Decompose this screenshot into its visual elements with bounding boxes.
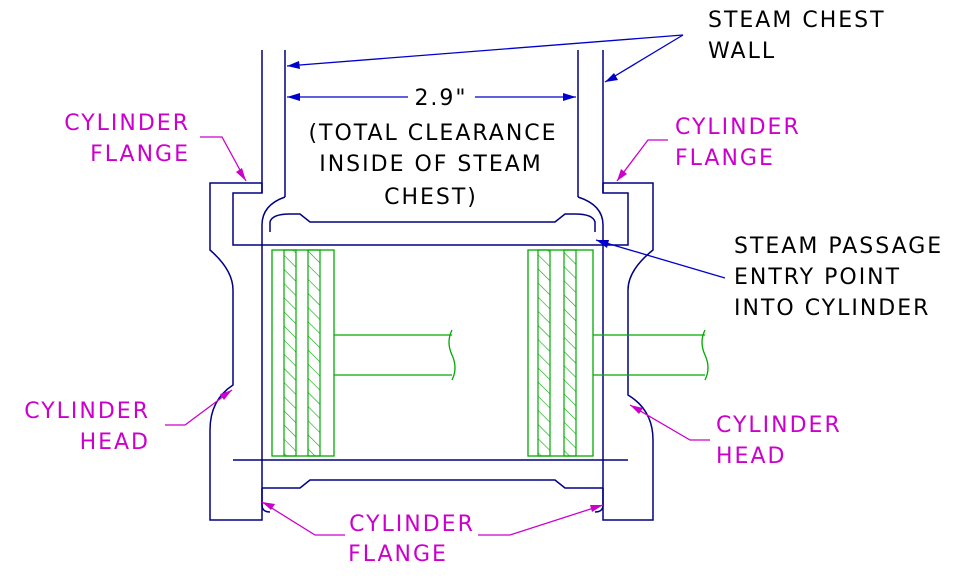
dimension-arrow bbox=[287, 93, 576, 101]
dimension-value: 2.9" bbox=[414, 86, 467, 111]
svg-text:WALL: WALL bbox=[708, 39, 776, 64]
bottom-cylinder-head bbox=[261, 459, 604, 513]
top-cylinder-head bbox=[261, 196, 604, 488]
dimension-text: 2.9" (TOTAL CLEARANCE INSIDE OF STEAM CH… bbox=[308, 86, 557, 210]
flange-bottom-leader bbox=[261, 501, 604, 536]
cylinder-flange-left-label: CYLINDER FLANGE bbox=[64, 111, 190, 167]
cylinder-head-left-label: CYLINDER HEAD bbox=[24, 399, 150, 455]
steam-chest-wall bbox=[261, 50, 604, 197]
dimension-note-line-3: CHEST) bbox=[384, 185, 478, 210]
svg-text:CYLINDER: CYLINDER bbox=[716, 413, 842, 438]
svg-text:FLANGE: FLANGE bbox=[90, 142, 190, 167]
right-piston bbox=[527, 249, 709, 457]
svg-text:CYLINDER: CYLINDER bbox=[64, 111, 190, 136]
svg-text:STEAM PASSAGE: STEAM PASSAGE bbox=[734, 234, 943, 259]
cylinder-flange-right-label: CYLINDER FLANGE bbox=[675, 115, 801, 171]
cylinder-head-right-label: CYLINDER HEAD bbox=[716, 413, 842, 469]
head-right-leader bbox=[629, 404, 710, 441]
left-cylinder-body bbox=[209, 182, 263, 521]
right-cylinder-body bbox=[602, 182, 654, 521]
dimension-note-line-2: INSIDE OF STEAM bbox=[319, 152, 543, 177]
svg-text:ENTRY POINT: ENTRY POINT bbox=[734, 265, 901, 290]
flange-right-leader bbox=[616, 139, 668, 182]
svg-text:STEAM CHEST: STEAM CHEST bbox=[708, 8, 886, 33]
svg-text:CYLINDER: CYLINDER bbox=[349, 512, 475, 537]
left-piston bbox=[271, 249, 456, 457]
svg-text:CYLINDER: CYLINDER bbox=[24, 399, 150, 424]
svg-text:INTO CYLINDER: INTO CYLINDER bbox=[734, 296, 930, 321]
svg-text:FLANGE: FLANGE bbox=[675, 146, 775, 171]
steam-passage-label: STEAM PASSAGE ENTRY POINT INTO CYLINDER bbox=[734, 234, 943, 321]
svg-text:HEAD: HEAD bbox=[80, 430, 150, 455]
flange-left-leader bbox=[200, 136, 247, 182]
svg-text:CYLINDER: CYLINDER bbox=[675, 115, 801, 140]
svg-text:HEAD: HEAD bbox=[716, 444, 786, 469]
dimension-note-line-1: (TOTAL CLEARANCE bbox=[308, 121, 557, 146]
steam-passage-leader bbox=[595, 239, 726, 279]
head-left-leader bbox=[165, 389, 233, 426]
steam-chest-wall-label: STEAM CHEST WALL bbox=[708, 8, 886, 64]
cylinder-flange-bottom-label: CYLINDER FLANGE bbox=[348, 512, 475, 567]
steam-chest-wall-leader bbox=[286, 34, 684, 83]
svg-text:FLANGE: FLANGE bbox=[348, 542, 448, 567]
